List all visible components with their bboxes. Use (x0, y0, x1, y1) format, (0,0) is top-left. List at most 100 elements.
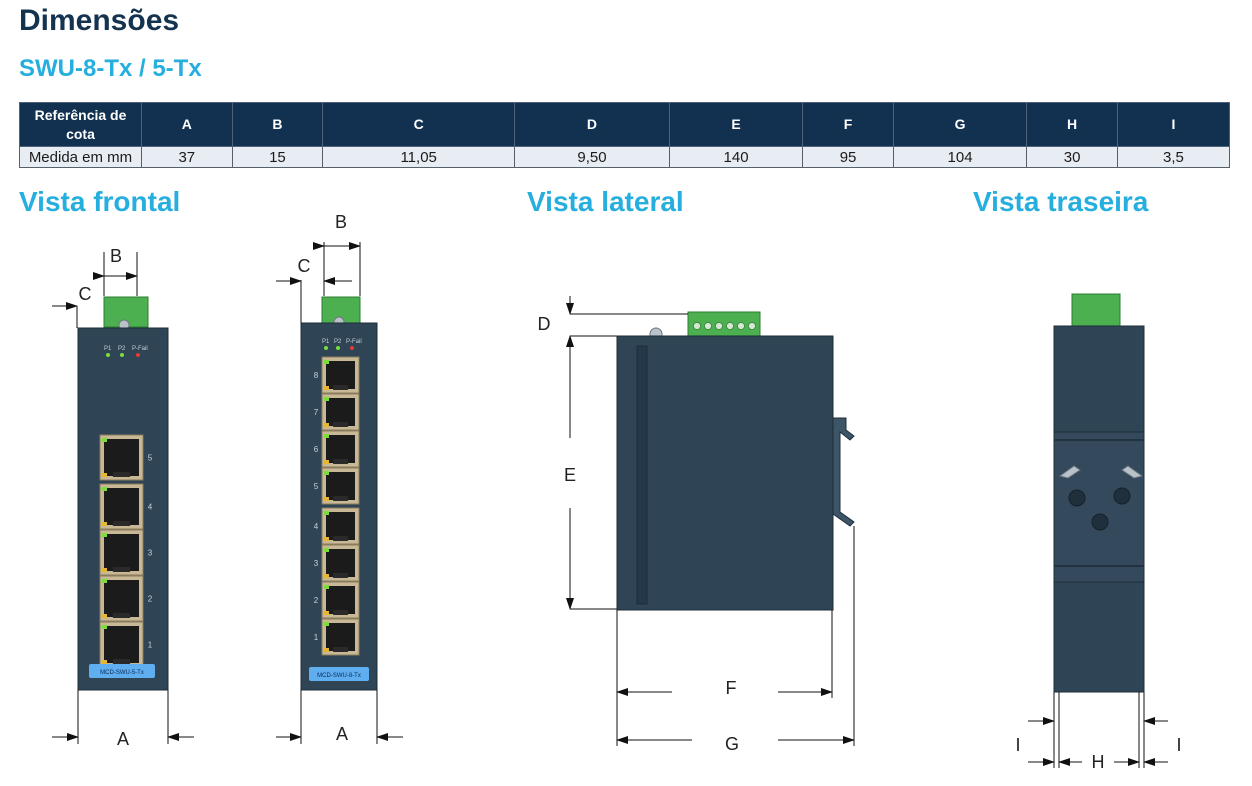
clip-icon (1058, 465, 1081, 479)
port-number: 2 (314, 596, 319, 605)
front-dimension-lines (52, 242, 403, 744)
dimension-label-g: G (725, 734, 739, 754)
value-i: 3,5 (1116, 146, 1231, 168)
value-c: 11,05 (322, 146, 516, 168)
port-number: 2 (148, 595, 153, 604)
clip-icon (1121, 465, 1144, 479)
rj45-port: 4 (314, 507, 360, 545)
led-label: P1 (322, 339, 330, 345)
led-label: P2 (118, 346, 126, 352)
table-header-row: Referência de cota A B C D E F G H I (19, 102, 1231, 147)
dimension-label-c: C (79, 284, 92, 304)
rj45-port: 1 (99, 621, 153, 668)
value-g: 104 (892, 146, 1028, 168)
header-h: H (1026, 102, 1118, 147)
rear-dimension-lines (1028, 692, 1168, 768)
port-number: 3 (148, 549, 153, 558)
terminal-screw-icon (726, 322, 734, 330)
front-bezel (636, 345, 648, 605)
value-e: 140 (668, 146, 804, 168)
led-icon (106, 353, 110, 357)
terminal-block (1071, 293, 1121, 327)
rj45-port: 2 (314, 581, 360, 619)
screw-hole-icon (1091, 513, 1109, 531)
rj45-port: 6 (314, 430, 360, 468)
dimension-label-f: F (726, 678, 737, 698)
dimension-label-b: B (110, 246, 122, 266)
header-g: G (892, 102, 1028, 147)
terminal-screw-icon (704, 322, 712, 330)
rj45-port: 3 (314, 544, 360, 582)
dimensions-table: Referência de cota A B C D E F G H I Med… (19, 102, 1231, 168)
device-label-plate (309, 667, 369, 681)
dimension-label-e: E (564, 465, 576, 485)
port-number: 5 (314, 482, 319, 491)
rj45-port: 1 (314, 618, 360, 656)
led-label: P-Fail (346, 339, 362, 345)
device-label: MCD-SWU-5-Tx (100, 670, 144, 676)
led-label: P1 (104, 346, 112, 352)
led-icon (136, 353, 140, 357)
value-a: 37 (141, 146, 233, 168)
header-reference: Referência de cota (19, 102, 142, 147)
port-number: 6 (314, 445, 319, 454)
port-group: 5 4 3 2 1 (99, 434, 153, 668)
led-icon (336, 346, 340, 350)
port-number: 4 (148, 503, 153, 512)
din-rail-clip (832, 417, 855, 527)
section-front-view: Vista frontal (19, 186, 181, 217)
port-number: 1 (148, 641, 153, 650)
status-leds: P1 P2 P-Fail (104, 346, 148, 357)
row-label: Medida em mm (19, 146, 142, 168)
header-e: E (668, 102, 804, 147)
page-title: Dimensões (19, 4, 180, 37)
screw-hole-icon (1068, 489, 1086, 507)
rear-view-device (1053, 293, 1145, 693)
terminal-screw-icon (748, 322, 756, 330)
rj45-port: 4 (99, 483, 153, 530)
front-view-5-port-device: P1 P2 P-Fail 5 4 3 2 1 MCD-SWU-5-Tx (77, 296, 169, 691)
dimension-label-c: C (298, 256, 311, 276)
led-icon (350, 346, 354, 350)
port-number: 3 (314, 559, 319, 568)
port-number: 1 (314, 633, 319, 642)
terminal-screw-icon (693, 322, 701, 330)
port-number: 5 (148, 454, 153, 463)
side-view-device (616, 311, 855, 611)
table-row: Medida em mm 37 15 11,05 9,50 140 95 104… (19, 146, 1231, 168)
device-label: MCD-SWU-8-Tx (317, 673, 361, 679)
value-f: 95 (802, 146, 894, 168)
screw-hole-icon (1113, 487, 1131, 505)
rj45-port: 5 (99, 434, 153, 481)
section-side-view: Vista lateral (527, 186, 684, 217)
side-dimension-lines (566, 296, 855, 746)
rj45-port: 2 (99, 575, 153, 622)
dimension-label-h: H (1092, 752, 1105, 772)
dimension-label-a: A (117, 729, 129, 749)
device-label-plate (89, 664, 155, 678)
status-leds: P1 P2 P-Fail (322, 339, 362, 350)
dimension-label-d: D (538, 314, 551, 334)
led-icon (120, 353, 124, 357)
device-housing (616, 335, 834, 611)
port-number: 7 (314, 408, 319, 417)
value-d: 9,50 (514, 146, 670, 168)
rj45-port: 7 (314, 393, 360, 431)
value-b: 15 (231, 146, 324, 168)
dimension-label-i: I (1015, 735, 1020, 755)
section-rear-view: Vista traseira (973, 186, 1149, 217)
dimension-label-a: A (336, 724, 348, 744)
header-f: F (802, 102, 894, 147)
rj45-port: 5 (314, 467, 360, 505)
terminal-screw-icon (737, 322, 745, 330)
led-icon (324, 346, 328, 350)
dimension-label-b: B (335, 212, 347, 232)
din-rail-mount (1053, 431, 1145, 583)
header-b: B (231, 102, 324, 147)
rj45-port: 3 (99, 529, 153, 576)
led-label: P-Fail (132, 346, 148, 352)
header-c: C (322, 102, 516, 147)
